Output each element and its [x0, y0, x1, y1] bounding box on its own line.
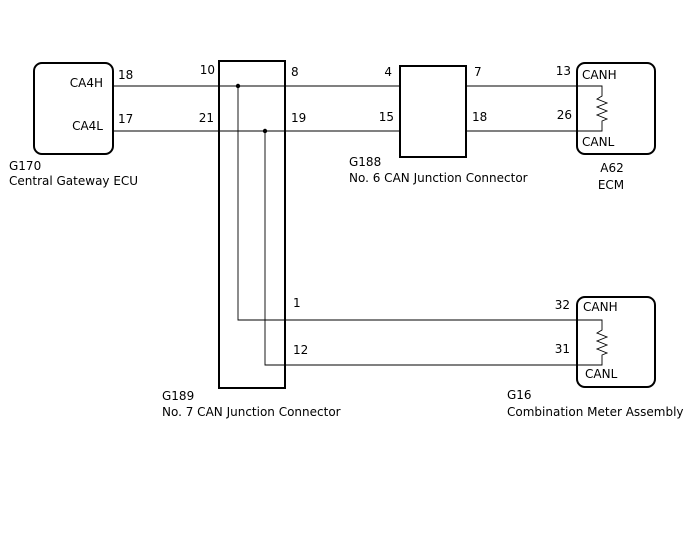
g16-terminating-resistor	[577, 319, 609, 366]
g16-canl-label: CANL	[585, 367, 618, 381]
g188-pin-4: 4	[384, 65, 392, 79]
component-g189: 10 21 8 19 1 12 G189 No. 7 CAN Junction …	[162, 60, 341, 419]
component-g170: CA4H CA4L 18 17 G170 Central Gateway ECU	[9, 62, 138, 188]
g188-name: No. 6 CAN Junction Connector	[349, 171, 528, 185]
a62-canh-label: CANH	[582, 68, 617, 82]
g16-code: G16	[507, 388, 532, 402]
g170-code: G170	[9, 159, 41, 173]
a62-pin-13: 13	[556, 64, 571, 78]
g189-box	[218, 60, 286, 389]
g170-pin-18: 18	[118, 68, 133, 82]
g189-pin-12: 12	[293, 343, 308, 357]
wires	[113, 83, 577, 366]
g16-pin-32: 32	[555, 298, 570, 312]
g170-box	[33, 62, 114, 155]
g189-name: No. 7 CAN Junction Connector	[162, 405, 341, 419]
g189-pin-8: 8	[291, 65, 299, 79]
splice-point-l	[262, 128, 268, 134]
g188-pin-18: 18	[472, 110, 487, 124]
component-g16: 32 31 CANH CANL G16 Combination Meter As…	[507, 296, 684, 419]
g188-box	[399, 65, 467, 158]
g188-code: G188	[349, 155, 381, 169]
g170-name: Central Gateway ECU	[9, 174, 138, 188]
a62-pin-26: 26	[557, 108, 572, 122]
g189-pin-1: 1	[293, 296, 301, 310]
g189-pin-10: 10	[200, 63, 215, 77]
component-a62: 13 26 CANH CANL A62 ECM	[556, 62, 656, 192]
g189-pin-21: 21	[199, 111, 214, 125]
a62-name: ECM	[598, 178, 624, 192]
g188-pin-15: 15	[379, 110, 394, 124]
g188-pin-7: 7	[474, 65, 482, 79]
g189-code: G189	[162, 389, 194, 403]
g16-name: Combination Meter Assembly	[507, 405, 684, 419]
a62-canl-label: CANL	[582, 135, 615, 149]
a62-terminating-resistor	[577, 85, 609, 132]
g16-canh-label: CANH	[583, 300, 618, 314]
g16-box	[576, 296, 656, 388]
splice-point-h	[235, 83, 241, 89]
g170-pin-ca4l-label: CA4L	[72, 119, 103, 133]
g189-pin-19: 19	[291, 111, 306, 125]
a62-code: A62	[600, 161, 623, 175]
wire-can-h-meter	[237, 86, 577, 321]
g170-pin-17: 17	[118, 112, 133, 126]
wire-can-l-meter	[264, 131, 577, 366]
g16-pin-31: 31	[555, 342, 570, 356]
component-g188: 4 15 7 18 G188 No. 6 CAN Junction Connec…	[349, 65, 528, 185]
g170-pin-ca4h-label: CA4H	[70, 76, 103, 90]
